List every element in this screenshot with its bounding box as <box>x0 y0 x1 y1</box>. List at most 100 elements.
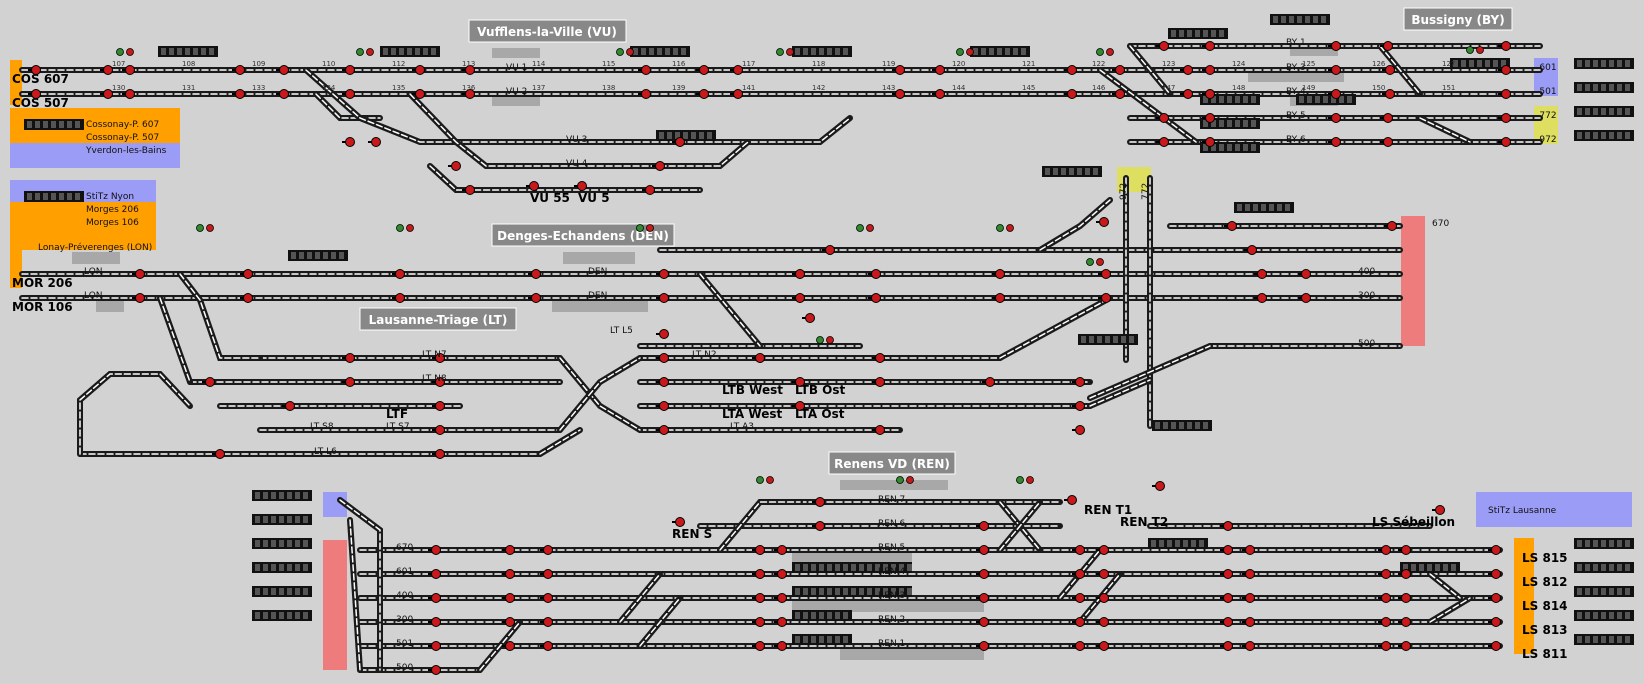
signal[interactable] <box>1112 89 1125 99</box>
signal[interactable] <box>638 89 651 99</box>
entry-mor-206[interactable]: MOR 206 <box>12 276 73 290</box>
signal[interactable] <box>1498 89 1511 99</box>
signal[interactable] <box>1378 545 1391 555</box>
signal[interactable] <box>752 593 765 603</box>
signal[interactable] <box>342 137 355 147</box>
signal[interactable] <box>342 65 355 75</box>
lt-target-ltb-west[interactable]: LTB West <box>722 383 783 397</box>
signal[interactable] <box>822 245 835 255</box>
signal[interactable] <box>1328 89 1341 99</box>
signal[interactable] <box>1328 113 1341 123</box>
signal[interactable] <box>1398 545 1411 555</box>
signal[interactable] <box>342 89 355 99</box>
signal[interactable] <box>540 545 553 555</box>
signal[interactable] <box>132 269 145 279</box>
signal[interactable] <box>1202 137 1215 147</box>
signal[interactable] <box>1098 293 1111 303</box>
signal[interactable] <box>976 521 989 531</box>
signal[interactable] <box>1328 65 1341 75</box>
signal[interactable] <box>432 401 445 411</box>
signal[interactable] <box>100 65 113 75</box>
signal[interactable] <box>642 185 655 195</box>
signal[interactable] <box>1064 89 1077 99</box>
signal[interactable] <box>792 401 805 411</box>
ren-target-ls-sebeillon[interactable]: LS Sébeillon <box>1372 515 1455 529</box>
signal[interactable] <box>28 65 41 75</box>
signal[interactable] <box>428 545 441 555</box>
signal[interactable] <box>992 293 1005 303</box>
signal[interactable] <box>752 617 765 627</box>
entry-cos-607[interactable]: COS 607 <box>12 72 69 86</box>
signal[interactable] <box>528 293 541 303</box>
signal[interactable] <box>1384 221 1397 231</box>
signal[interactable] <box>730 89 743 99</box>
signal[interactable] <box>868 293 881 303</box>
signal[interactable] <box>1064 65 1077 75</box>
signal[interactable] <box>752 569 765 579</box>
signal[interactable] <box>368 137 381 147</box>
signal[interactable] <box>1072 401 1085 411</box>
signal[interactable] <box>872 377 885 387</box>
signal[interactable] <box>1156 113 1169 123</box>
ls-exit-814[interactable]: LS 814 <box>1522 599 1568 613</box>
signal[interactable] <box>872 425 885 435</box>
lt-target-lta-ost[interactable]: LTA Ost <box>795 407 845 421</box>
entry-cos-507[interactable]: COS 507 <box>12 96 69 110</box>
ren-target-s[interactable]: REN S <box>672 527 712 541</box>
signal[interactable] <box>656 293 669 303</box>
signal[interactable] <box>1432 505 1445 515</box>
signal[interactable] <box>1488 641 1501 651</box>
signal[interactable] <box>1072 425 1085 435</box>
signal[interactable] <box>462 185 475 195</box>
signal[interactable] <box>1378 641 1391 651</box>
signal[interactable] <box>752 641 765 651</box>
signal[interactable] <box>1072 641 1085 651</box>
signal[interactable] <box>282 401 295 411</box>
signal[interactable] <box>1098 269 1111 279</box>
signal[interactable] <box>1096 593 1109 603</box>
signal[interactable] <box>212 449 225 459</box>
signal[interactable] <box>982 377 995 387</box>
signal[interactable] <box>1380 41 1393 51</box>
ls-exit-812[interactable]: LS 812 <box>1522 575 1568 589</box>
signal[interactable] <box>1328 41 1341 51</box>
signal[interactable] <box>1488 545 1501 555</box>
signal[interactable] <box>1112 65 1125 75</box>
signal[interactable] <box>1220 569 1233 579</box>
signal[interactable] <box>1096 545 1109 555</box>
signal[interactable] <box>792 269 805 279</box>
vu-exit-55[interactable]: VU 55 <box>530 191 570 205</box>
signal[interactable] <box>502 593 515 603</box>
signal[interactable] <box>1202 113 1215 123</box>
signal[interactable] <box>1242 641 1255 651</box>
signal[interactable] <box>28 89 41 99</box>
signal[interactable] <box>1244 245 1257 255</box>
signal[interactable] <box>696 89 709 99</box>
signal[interactable] <box>462 65 475 75</box>
ls-exit-811[interactable]: LS 811 <box>1522 647 1568 661</box>
signal[interactable] <box>448 161 461 171</box>
signal[interactable] <box>502 545 515 555</box>
signal[interactable] <box>1488 617 1501 627</box>
signal[interactable] <box>652 161 665 171</box>
signal[interactable] <box>892 89 905 99</box>
signal[interactable] <box>1220 545 1233 555</box>
signal[interactable] <box>1242 545 1255 555</box>
signal[interactable] <box>638 65 651 75</box>
signal[interactable] <box>412 65 425 75</box>
signal[interactable] <box>1220 617 1233 627</box>
signal[interactable] <box>774 641 787 651</box>
signal[interactable] <box>1096 217 1109 227</box>
signal[interactable] <box>202 377 215 387</box>
signal[interactable] <box>1202 41 1215 51</box>
signal[interactable] <box>1224 221 1237 231</box>
signal[interactable] <box>540 593 553 603</box>
signal[interactable] <box>792 293 805 303</box>
signal[interactable] <box>1378 593 1391 603</box>
signal[interactable] <box>992 269 1005 279</box>
signal[interactable] <box>232 89 245 99</box>
signal[interactable] <box>1498 41 1511 51</box>
signal[interactable] <box>432 449 445 459</box>
signal[interactable] <box>1498 113 1511 123</box>
signal[interactable] <box>1242 617 1255 627</box>
